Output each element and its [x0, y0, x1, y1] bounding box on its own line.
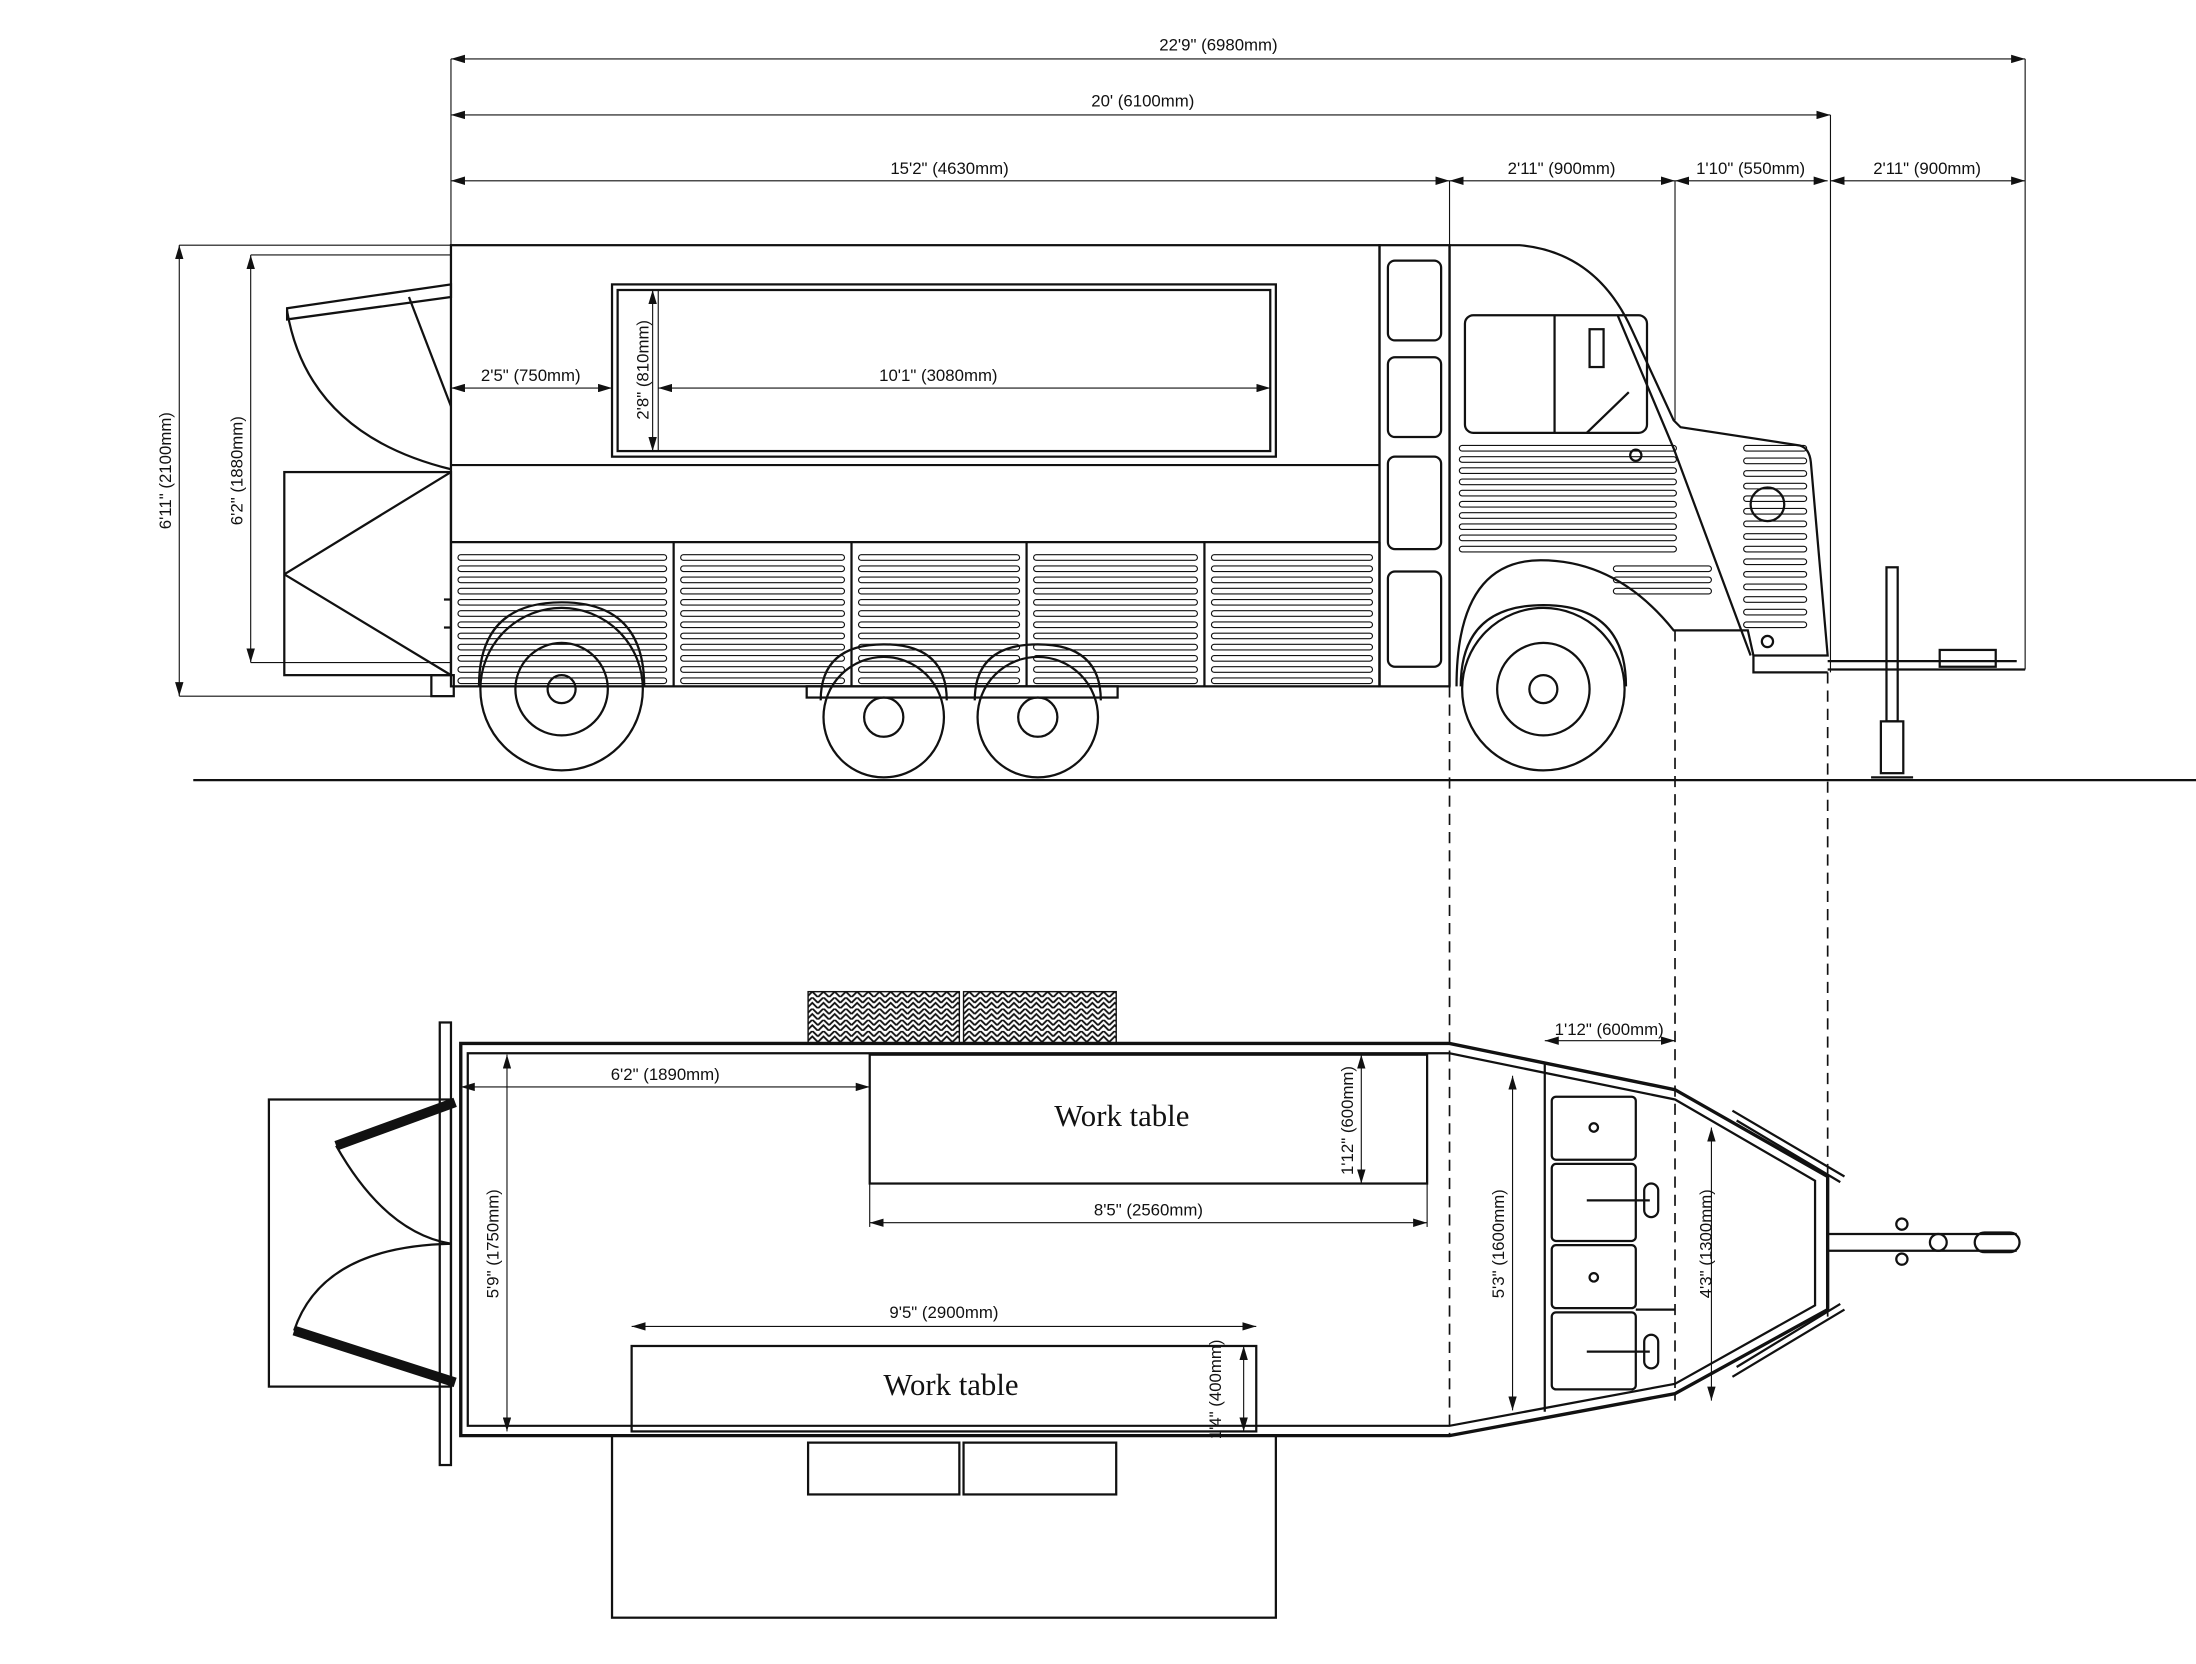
- dim-cab-length: 2'11" (900mm): [1508, 159, 1616, 178]
- dim-window-offset: 2'5" (750mm): [481, 366, 581, 385]
- axle-wheel: [822, 655, 946, 779]
- work-table-2-label: Work table: [883, 1368, 1018, 1402]
- drawbar: [1827, 566, 2026, 779]
- step-plate: [807, 990, 961, 1045]
- truck-cab: [1448, 244, 1829, 687]
- rear-wheel: [479, 606, 644, 772]
- side-platform: [610, 1434, 1277, 1619]
- truck-body: [443, 244, 1451, 688]
- sink-unit: [1543, 1064, 1676, 1412]
- plan-view: Work table 6'2" (1890mm) 1'12" (600mm) 8…: [267, 990, 2021, 1619]
- work-table-2: [630, 1344, 1258, 1433]
- dim-table2-depth: 1'4" (400mm): [1206, 1340, 1225, 1440]
- dim-front-depth: 1'12" (600mm): [1555, 1020, 1664, 1039]
- work-table-1: [868, 1053, 1429, 1185]
- dim-table1-depth: 1'12" (600mm): [1338, 1066, 1357, 1175]
- work-table-1-label: Work table: [1054, 1099, 1189, 1133]
- rear-awning: [283, 283, 455, 698]
- dim-cab-width: 5'3" (1600mm): [1489, 1189, 1508, 1298]
- front-wheel: [1461, 606, 1626, 772]
- dim-box-length: 15'2" (4630mm): [890, 159, 1008, 178]
- step-plate: [962, 990, 1117, 1045]
- dim-drawbar-length: 2'11" (900mm): [1873, 159, 1981, 178]
- dim-inner-width: 5'9" (1750mm): [484, 1189, 503, 1298]
- dim-table1-offset: 6'2" (1890mm): [611, 1065, 720, 1084]
- dim-table2-length: 9'5" (2900mm): [889, 1303, 998, 1322]
- dim-nose-width: 4'3" (1300mm): [1696, 1189, 1715, 1298]
- dim-overall-length: 22'9" (6980mm): [1159, 36, 1277, 55]
- serving-window: [610, 283, 1277, 458]
- top-dimensions: 22'9" (6980mm) 20' (6100mm) 15'2" (4630m…: [450, 36, 2026, 673]
- dim-table1-length: 8'5" (2560mm): [1094, 1201, 1203, 1220]
- dim-body-length: 20' (6100mm): [1091, 92, 1194, 111]
- rear-doors: [267, 1098, 453, 1388]
- wheels: [477, 601, 1628, 779]
- dim-window-height: 2'8" (810mm): [633, 320, 652, 420]
- axle-wheel: [976, 655, 1100, 779]
- dim-window-length: 10'1" (3080mm): [879, 366, 997, 385]
- dim-awning-height: 6'2" (1880mm): [227, 416, 246, 525]
- tow-hitch: [1827, 1217, 2021, 1266]
- dim-hood-length: 1'10" (550mm): [1696, 159, 1805, 178]
- dim-overall-height: 6'11" (2100mm): [156, 412, 175, 529]
